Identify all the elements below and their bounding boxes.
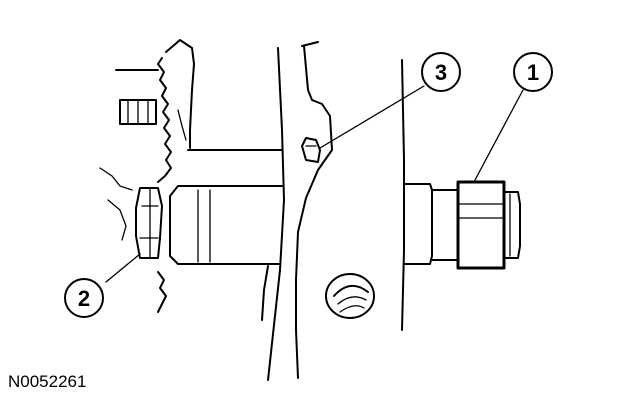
bolt-hole [325, 273, 375, 319]
cam-sprocket [99, 39, 283, 313]
callout-3: 3 [421, 52, 461, 92]
callout-1-label: 1 [527, 60, 539, 85]
housing-plate [267, 41, 405, 381]
leader-lines [105, 85, 524, 283]
camshaft [169, 185, 283, 321]
housing-locating-pin [301, 137, 321, 163]
figure-id: N0052261 [8, 372, 86, 391]
callout-2: 2 [64, 278, 104, 318]
sensor-connector [403, 180, 521, 270]
callout-1: 1 [513, 52, 553, 92]
sprocket-nut [135, 187, 163, 259]
callout-3-label: 3 [435, 60, 447, 85]
callout-2-label: 2 [78, 286, 90, 311]
